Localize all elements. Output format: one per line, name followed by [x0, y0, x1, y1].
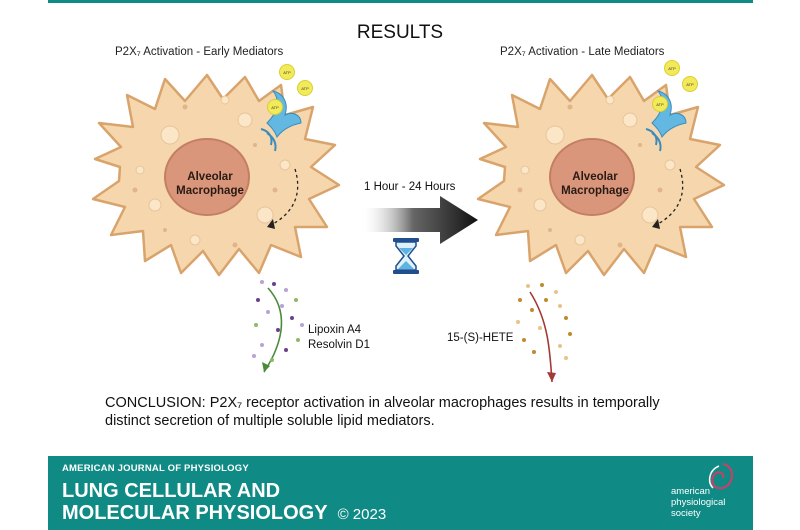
cell-label-line2: Macrophage	[561, 185, 629, 197]
society-logo-icon	[708, 462, 734, 490]
duration-label: 1 Hour - 24 Hours	[364, 181, 456, 193]
early-cell-label: Alveolar Macrophage	[168, 170, 252, 198]
mediator-hete: 15-(S)-HETE	[447, 332, 514, 344]
conclusion-line1: CONCLUSION: P2X₇ receptor activation in …	[105, 395, 660, 411]
svg-text:ATP: ATP	[283, 70, 291, 75]
copyright: © 2023	[337, 506, 387, 523]
conclusion-line2: distinct secretion of multiple soluble l…	[105, 413, 435, 429]
cell-label-line2: Macrophage	[176, 185, 244, 197]
top-rule	[48, 0, 753, 3]
cell-label-line1: Alveolar	[572, 171, 618, 183]
svg-text:ATP: ATP	[668, 66, 676, 71]
atp-molecules-late: ATP ATP ATP	[652, 60, 698, 112]
svg-text:ATP: ATP	[686, 82, 694, 87]
journal-name-line2: MOLECULAR PHYSIOLOGY	[62, 502, 328, 524]
mediator-resolvin: Resolvin D1	[308, 339, 370, 351]
time-transition-arrow	[360, 196, 478, 244]
svg-text:ATP: ATP	[271, 105, 279, 110]
late-mediators-list: 15-(S)-HETE	[447, 331, 513, 346]
svg-text:ATP: ATP	[656, 102, 664, 107]
journal-name-line1: LUNG CELLULAR AND	[62, 480, 281, 502]
journal-series: AMERICAN JOURNAL OF PHYSIOLOGY	[62, 463, 249, 474]
svg-text:ATP: ATP	[301, 86, 309, 91]
figure-title: RESULTS	[356, 22, 444, 43]
early-mediator-secretion	[252, 280, 304, 373]
early-panel-title: P2X₇ Activation - Early Mediators	[115, 46, 284, 58]
conclusion-text: CONCLUSION: P2X₇ receptor activation in …	[105, 394, 705, 430]
late-cell-label: Alveolar Macrophage	[553, 170, 637, 198]
late-mediator-secretion	[516, 283, 572, 383]
hourglass-icon	[393, 238, 419, 274]
late-panel-title: P2X₇ Activation - Late Mediators	[500, 46, 665, 58]
mediator-lipoxin: Lipoxin A4	[308, 324, 362, 336]
journal-footer: AMERICAN JOURNAL OF PHYSIOLOGY LUNG CELL…	[48, 456, 753, 530]
early-mediators-list: Lipoxin A4 Resolvin D1	[308, 323, 370, 353]
atp-molecules-early: ATP ATP ATP	[267, 64, 313, 115]
society-name: american physiological society	[671, 486, 726, 519]
cell-label-line1: Alveolar	[187, 171, 233, 183]
journal-name: LUNG CELLULAR AND MOLECULAR PHYSIOLOGY © …	[62, 480, 386, 526]
